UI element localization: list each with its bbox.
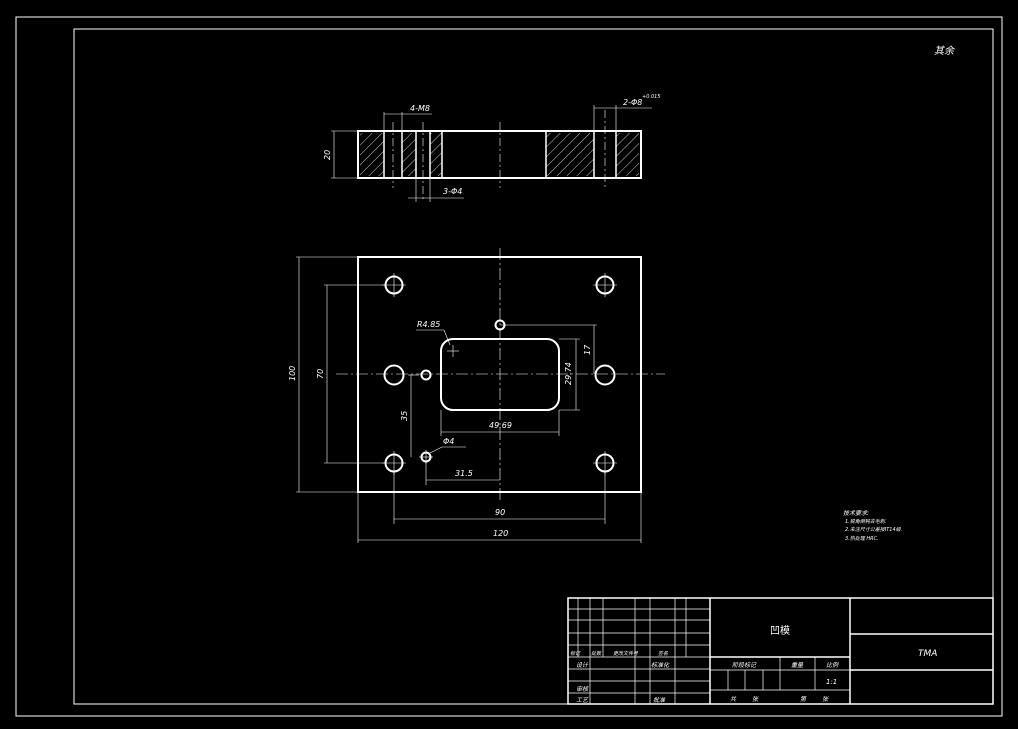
hdr-sheet: 张: [752, 696, 759, 703]
dim-thickness: 20: [323, 150, 332, 160]
corner-note: 其余: [934, 45, 956, 57]
hdr-review: 审核: [576, 685, 589, 693]
hdr-approve: 批准: [653, 696, 666, 704]
hdr-count: 处数: [591, 650, 602, 657]
part-name: 凹模: [770, 625, 790, 637]
hatch-right-2: [616, 133, 639, 176]
scale-value: 1:1: [826, 678, 837, 686]
hdr-design: 设计: [576, 661, 589, 669]
dim-35: 35: [400, 411, 409, 421]
hdr-stage: 阶段标记: [732, 661, 757, 669]
front-outline: [357, 130, 642, 179]
title-block: [567, 597, 994, 705]
hatch-left-2: [402, 133, 416, 176]
dim-radius: R4.85: [417, 320, 440, 329]
hatch-left-3: [430, 133, 442, 176]
pin-right: [594, 364, 616, 386]
hdr-sheet2: 张: [822, 696, 829, 703]
dim-90: 90: [495, 508, 505, 517]
dim-70: 70: [316, 369, 325, 379]
dim-phi4: Φ4: [443, 437, 454, 446]
hatch-left: [360, 133, 384, 176]
hdr-sign: 签名: [658, 650, 669, 657]
tech-notes-title: 技术要求:: [843, 509, 869, 517]
hdr-process: 工艺: [576, 696, 589, 704]
outer-border: [15, 16, 1003, 717]
dim-tolerance: +0.015: [642, 94, 661, 100]
dim-3xphi4: 3-Φ4: [443, 187, 462, 196]
dim-slot-w: 49.69: [489, 421, 512, 430]
hdr-weight: 重量: [791, 662, 804, 669]
dim-slot-h: 29.74: [564, 362, 573, 385]
tech-note-3: 3.热处理 HRC.: [845, 535, 879, 542]
hdr-scale: 比例: [826, 661, 839, 669]
hdr-std: 标准化: [651, 661, 670, 669]
center-slot: [440, 338, 560, 411]
hdr-mark: 标记: [570, 650, 581, 657]
dim-120: 120: [493, 529, 508, 538]
small-hole-left: [420, 369, 432, 381]
plate-outline: [357, 256, 642, 493]
top-view: [296, 248, 665, 543]
dim-100: 100: [288, 366, 297, 381]
inner-border: [73, 28, 994, 705]
hdr-zone: 更改文件号: [613, 650, 639, 657]
hdr-total: 共: [730, 696, 737, 703]
drawing-code: TMA: [918, 649, 937, 659]
tech-note-2: 2.未注尺寸公差按IT14级.: [845, 526, 902, 533]
hdr-of: 第: [800, 695, 807, 703]
front-view: [331, 105, 652, 202]
tech-note-1: 1.锐角倒钝去毛刺.: [845, 518, 886, 525]
dim-4xm8: 4-M8: [410, 104, 430, 113]
pin-left: [383, 364, 405, 386]
dim-2xhole: 2-Φ8: [623, 98, 642, 107]
dim-31-5: 31.5: [455, 469, 473, 478]
hatch-right: [546, 133, 594, 176]
dim-slot-offset: 17: [583, 344, 592, 355]
